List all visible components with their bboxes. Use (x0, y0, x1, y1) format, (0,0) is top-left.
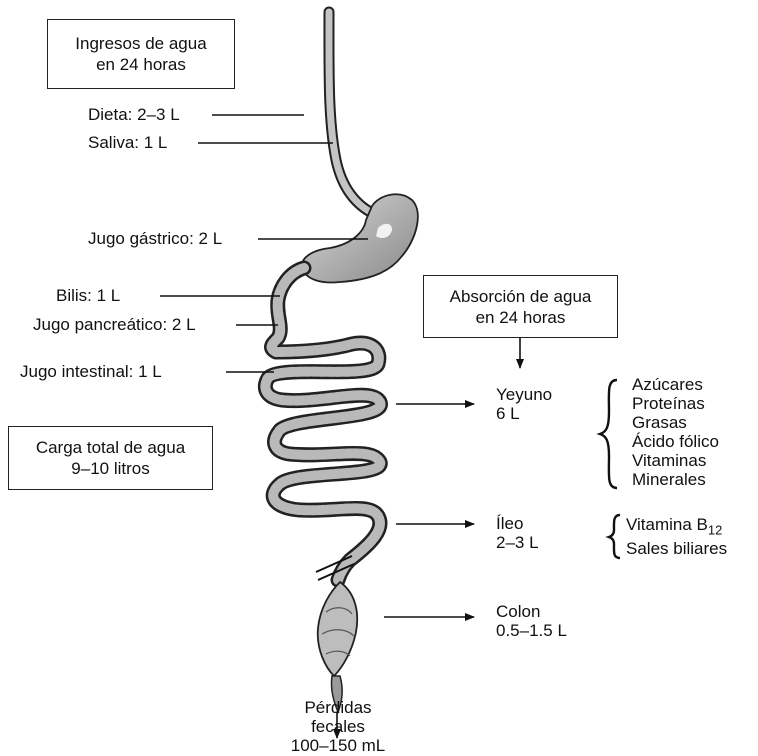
ileo-nutrients: Vitamina B12 Sales biliares (626, 515, 727, 558)
intake-box-line1: Ingresos de agua (48, 33, 234, 54)
nutrient-item: Ácido fólico (632, 432, 719, 451)
total-load-box: Carga total de agua 9–10 litros (8, 426, 213, 490)
vitamin-prefix: Vitamina B (626, 515, 708, 534)
vitamin-subscript: 12 (708, 522, 722, 537)
ileo-name: Íleo (496, 514, 539, 533)
yeyuno-label: Yeyuno 6 L (496, 385, 552, 423)
yeyuno-amount: 6 L (496, 404, 552, 423)
nutrient-item: Grasas (632, 413, 719, 432)
yeyuno-name: Yeyuno (496, 385, 552, 404)
jugo-pancreatico-label: Jugo pancreático: 2 L (33, 315, 196, 335)
absorption-box-line2: en 24 horas (424, 307, 617, 328)
nutrient-item: Proteínas (632, 394, 719, 413)
jugo-gastrico-label: Jugo gástrico: 2 L (88, 229, 222, 249)
small-intestine (265, 268, 380, 580)
ileo-amount: 2–3 L (496, 533, 539, 552)
ileo-label: Íleo 2–3 L (496, 514, 539, 552)
colon-label: Colon 0.5–1.5 L (496, 602, 567, 640)
intake-box-line2: en 24 horas (48, 54, 234, 75)
colon (318, 582, 357, 712)
esophagus (329, 12, 374, 214)
fecal-losses-label: Pérdidas fecales 100–150 mL (286, 698, 390, 755)
total-load-line1: Carga total de agua (9, 437, 212, 458)
bilis-label: Bilis: 1 L (56, 286, 120, 306)
vitamin-b12: Vitamina B12 (626, 515, 727, 539)
losses-line1: Pérdidas (286, 698, 390, 717)
intake-box: Ingresos de agua en 24 horas (47, 19, 235, 89)
sales-biliares: Sales biliares (626, 539, 727, 558)
nutrient-item: Vitaminas (632, 451, 719, 470)
nutrient-item: Minerales (632, 470, 719, 489)
colon-amount: 0.5–1.5 L (496, 621, 567, 640)
total-load-line2: 9–10 litros (9, 458, 212, 479)
absorption-box-line1: Absorción de agua (424, 286, 617, 307)
losses-line2: fecales (286, 717, 390, 736)
nutrient-item: Azúcares (632, 375, 719, 394)
yeyuno-brace (600, 380, 617, 488)
absorption-box: Absorción de agua en 24 horas (423, 275, 618, 338)
losses-line3: 100–150 mL (286, 736, 390, 755)
saliva-label: Saliva: 1 L (88, 133, 167, 153)
ileo-brace (609, 515, 620, 558)
yeyuno-nutrients: Azúcares Proteínas Grasas Ácido fólico V… (632, 375, 719, 489)
dieta-label: Dieta: 2–3 L (88, 105, 180, 125)
jugo-intestinal-label: Jugo intestinal: 1 L (20, 362, 162, 382)
colon-name: Colon (496, 602, 567, 621)
